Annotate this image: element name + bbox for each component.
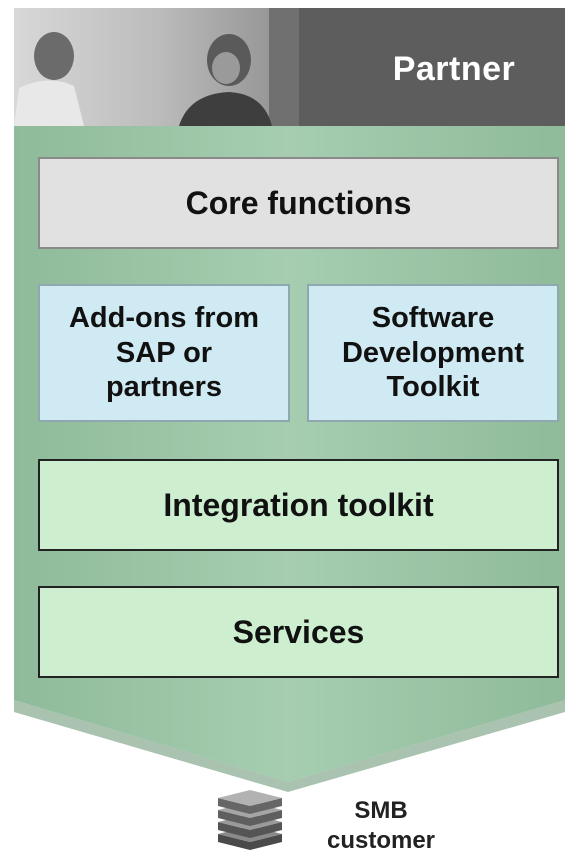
core-functions-box: Core functions	[38, 157, 559, 249]
addons-box: Add-ons from SAP or partners	[38, 284, 290, 422]
header-title: Partner	[392, 50, 516, 88]
integration-toolkit-label: Integration toolkit	[163, 486, 434, 523]
core-functions-label: Core functions	[185, 184, 412, 221]
sdk-label-line2: Development	[341, 336, 525, 369]
addons-label-line2: SAP or	[115, 336, 213, 369]
business-people-photo	[14, 8, 299, 126]
addons-label-line1: Add-ons from	[68, 301, 260, 334]
services-box: Services	[38, 586, 559, 678]
customer-label-line2: customer	[326, 827, 436, 854]
services-label: Services	[232, 613, 365, 650]
integration-toolkit-box: Integration toolkit	[38, 459, 559, 551]
addons-label-line3: partners	[105, 371, 223, 404]
customer-label-line1: SMB	[354, 797, 408, 824]
sdk-label-line3: Toolkit	[386, 371, 480, 404]
sdk-box: Software Development Toolkit	[307, 284, 559, 422]
partner-header: Partner	[14, 8, 565, 126]
smb-customer-label: SMB customer	[296, 796, 466, 854]
sdk-label-line1: Software	[371, 301, 495, 334]
server-stack-icon	[218, 790, 282, 850]
